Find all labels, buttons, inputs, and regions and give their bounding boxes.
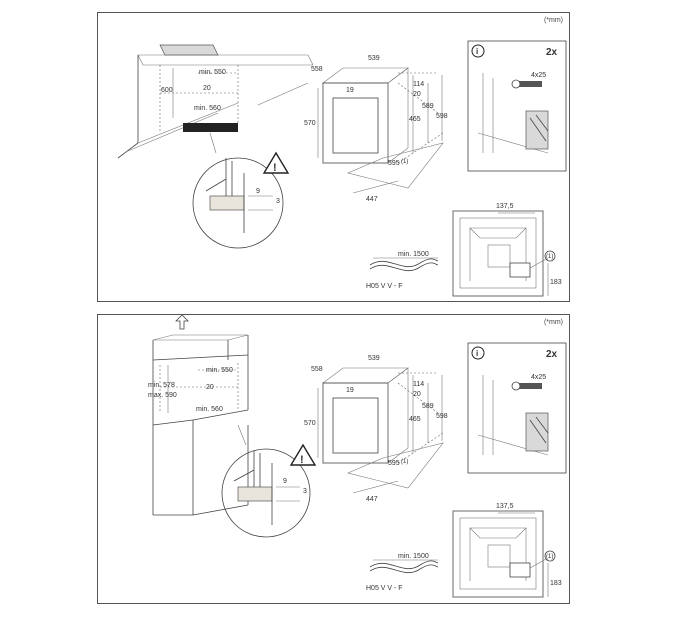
fixing-screw-size: 4x25 bbox=[531, 72, 546, 79]
cabinet-height-label: 600 bbox=[161, 87, 173, 94]
oven-dim-note-1: (1) bbox=[401, 159, 408, 165]
cable-min-length: min. 1500 bbox=[398, 553, 429, 560]
oven-dim-589: 589 bbox=[422, 403, 434, 410]
svg-text:i: i bbox=[476, 349, 478, 358]
installation-diagram-bottom: min. 578 max. 590 min. 550 20 min. 560 !… bbox=[148, 315, 567, 598]
rear-marker-1: (1) bbox=[546, 254, 553, 260]
fixing-inset-frame bbox=[467, 40, 567, 172]
svg-text:!: ! bbox=[300, 454, 304, 466]
oven-dim-539: 539 bbox=[368, 55, 380, 62]
oven-dim-598: 598 bbox=[436, 113, 448, 120]
fixing-screw-size: 4x25 bbox=[531, 374, 546, 381]
oven-dim-447: 447 bbox=[366, 196, 378, 203]
fixing-quantity: 2x bbox=[546, 47, 558, 58]
cabinet-max-height-label: max. 590 bbox=[148, 392, 177, 399]
oven-dim-447: 447 bbox=[366, 496, 378, 503]
fixing-inset-frame bbox=[467, 342, 567, 474]
oven-dim-465: 465 bbox=[409, 416, 421, 423]
rear-dim-183: 183 bbox=[550, 580, 562, 587]
under-counter-cabinet bbox=[117, 44, 314, 159]
detail-gap-3-label: 3 bbox=[276, 198, 280, 205]
oven-dim-19: 19 bbox=[346, 87, 354, 94]
oven-dim-539: 539 bbox=[368, 355, 380, 362]
oven-dim-595: 595 bbox=[388, 460, 400, 467]
oven-dim-558: 558 bbox=[311, 366, 323, 373]
detail-gap-9-label: 9 bbox=[283, 478, 287, 485]
rear-marker-1: (1) bbox=[546, 554, 553, 560]
warning-icon: ! bbox=[289, 443, 317, 466]
oven-dim-114: 114 bbox=[413, 81, 424, 88]
oven-dim-595: 595 bbox=[388, 160, 400, 167]
oven-dim-598: 598 bbox=[436, 413, 448, 420]
detail-gap-9-label: 9 bbox=[256, 188, 260, 195]
unit-note: (*mm) bbox=[543, 17, 563, 24]
cable-drawing bbox=[369, 257, 439, 272]
oven-dim-20: 20 bbox=[413, 91, 421, 98]
cable-type: H05 V V - F bbox=[366, 283, 403, 290]
tall-cabinet bbox=[152, 315, 249, 516]
oven-dim-570: 570 bbox=[304, 120, 316, 127]
oven-dimension-drawing bbox=[317, 67, 444, 194]
oven-dim-558: 558 bbox=[311, 66, 323, 73]
fixing-quantity: 2x bbox=[546, 349, 558, 360]
rear-dim-183: 183 bbox=[550, 279, 562, 286]
svg-text:i: i bbox=[476, 47, 478, 56]
installation-panel-under-counter: (*mm) 600 min. 550 20 min. 560 bbox=[97, 12, 570, 302]
info-icon: i bbox=[471, 44, 485, 58]
oven-dim-114: 114 bbox=[413, 381, 424, 388]
cable-type: H05 V V - F bbox=[366, 585, 403, 592]
detail-gap-3-label: 3 bbox=[303, 488, 307, 495]
oven-dim-570: 570 bbox=[304, 420, 316, 427]
oven-dim-465: 465 bbox=[409, 116, 421, 123]
cable-min-length: min. 1500 bbox=[398, 251, 429, 258]
oven-dim-589: 589 bbox=[422, 103, 434, 110]
detail-circle bbox=[192, 132, 284, 249]
installation-diagram-top: 600 min. 550 20 min. 560 ! 9 3 bbox=[117, 40, 567, 297]
cabinet-gap-label: 20 bbox=[203, 85, 211, 92]
oven-dim-note-1: (1) bbox=[401, 459, 408, 465]
rear-dim-137-5: 137,5 bbox=[496, 203, 514, 210]
oven-dim-19: 19 bbox=[346, 387, 354, 394]
warning-icon: ! bbox=[262, 151, 290, 174]
oven-rear-view bbox=[452, 510, 556, 598]
svg-text:!: ! bbox=[273, 162, 277, 174]
cabinet-gap-label: 20 bbox=[206, 384, 214, 391]
rear-dim-137-5: 137,5 bbox=[496, 503, 514, 510]
cabinet-min-width-label: min. 550 bbox=[206, 367, 233, 374]
oven-dimension-drawing bbox=[317, 367, 444, 494]
cable-drawing bbox=[369, 559, 439, 574]
unit-note: (*mm) bbox=[543, 319, 563, 326]
cabinet-min-height-label: min. 578 bbox=[148, 382, 175, 389]
detail-circle bbox=[221, 424, 311, 538]
cabinet-min-width-label: min. 550 bbox=[199, 69, 226, 76]
cabinet-min-depth-label: min. 560 bbox=[194, 105, 221, 112]
oven-rear-view bbox=[452, 210, 556, 297]
fixing-screw-drawing bbox=[477, 73, 549, 154]
cabinet-min-depth-label: min. 560 bbox=[196, 406, 223, 413]
info-icon: i bbox=[471, 346, 485, 360]
installation-panel-tall-cabinet: (*mm) min. 578 max. 590 min. 550 20 min.… bbox=[97, 314, 570, 604]
fixing-screw-drawing bbox=[477, 375, 549, 456]
oven-dim-20: 20 bbox=[413, 391, 421, 398]
